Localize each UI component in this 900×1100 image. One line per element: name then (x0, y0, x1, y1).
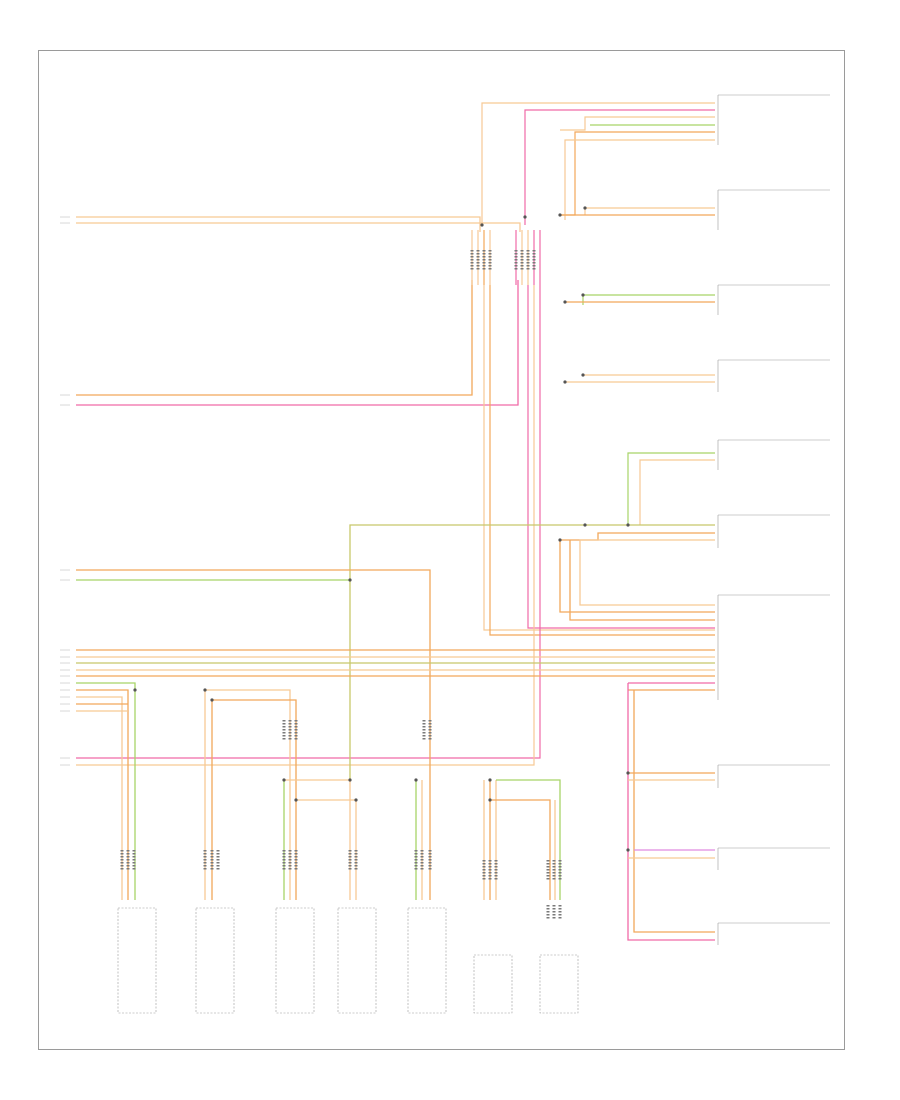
wire-bundle-lower-left (76, 682, 561, 900)
vertical-trunks (76, 230, 715, 766)
junction-dots (133, 206, 630, 852)
diagram-frame (38, 50, 845, 1050)
left-stub-ticks (60, 216, 70, 766)
bottom-modules (117, 907, 579, 1014)
left-horizontal-wires (76, 216, 521, 406)
inline-connectors (120, 250, 562, 920)
right-connector-stubs (717, 94, 830, 945)
wire-bundle-top (481, 102, 715, 525)
wire-bundle-middle (76, 524, 715, 941)
